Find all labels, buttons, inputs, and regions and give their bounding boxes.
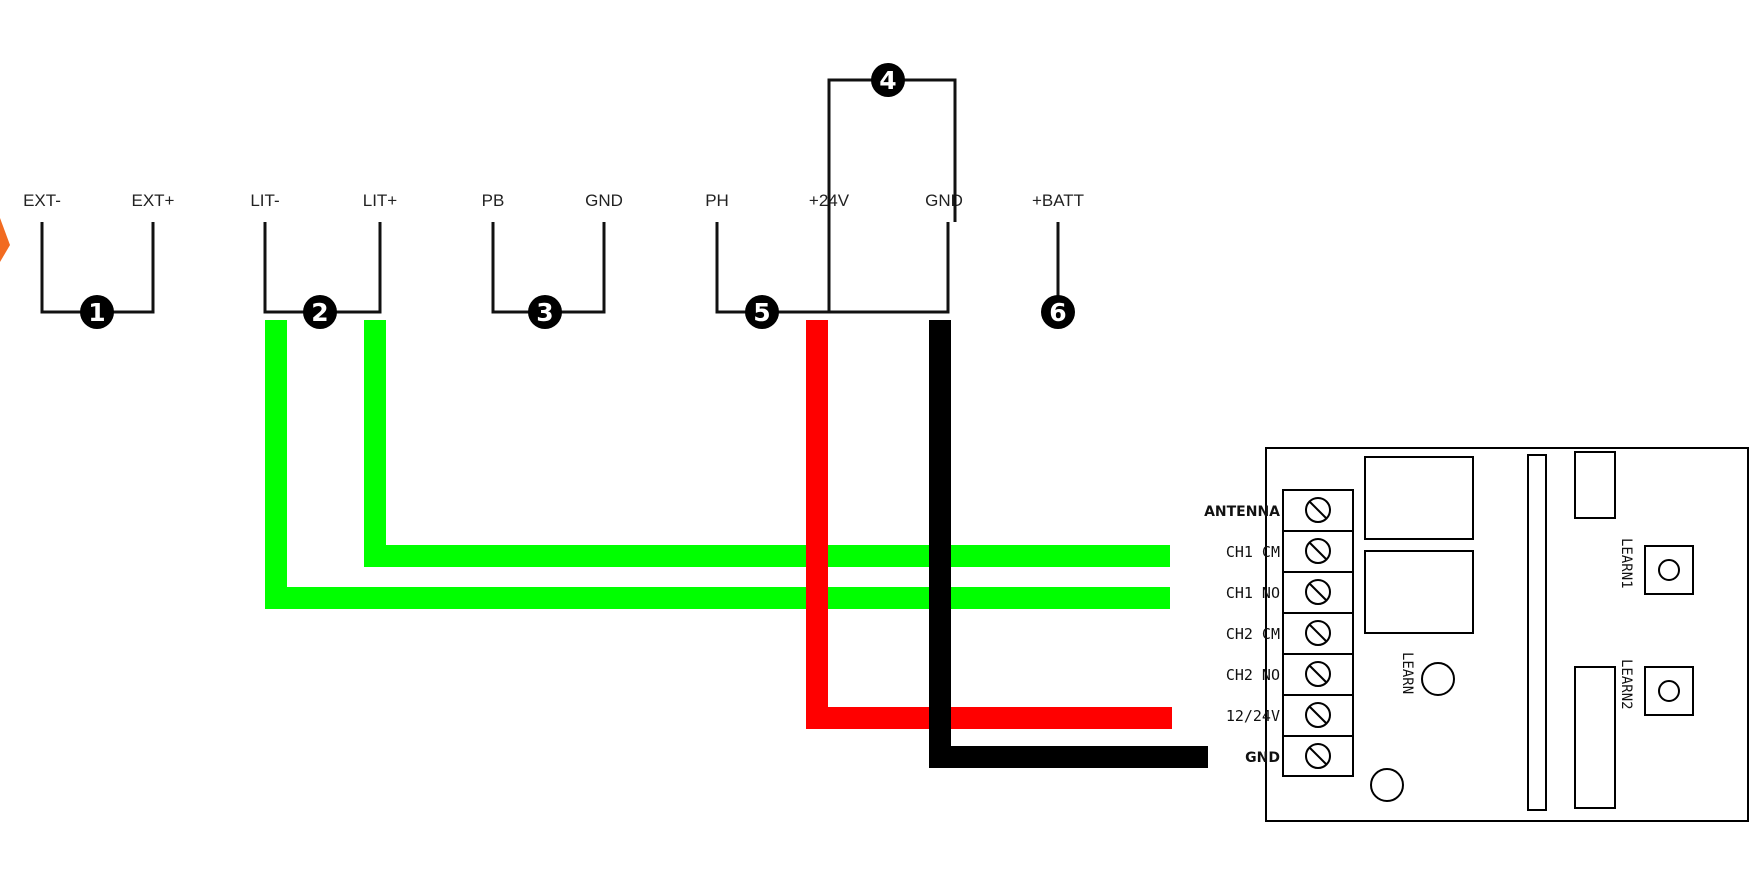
wires [265,320,1208,768]
group-brackets [40,78,1060,314]
learn-label: LEARN [1399,652,1415,694]
orange-edge-marker [0,218,10,262]
receiver-pin-labels: ANTENNA CH1 CM CH1 NO CH2 CM CH2 NO 12/2… [1204,504,1280,766]
status-led [1370,768,1404,802]
learn1-button-dot [1658,559,1680,581]
antenna-strip [1527,454,1547,811]
pin-ch1no-label: CH1 NO [1226,584,1280,602]
terminal-ext-plus-label: EXT+ [132,191,175,210]
terminal-gnd2-label: GND [925,191,963,210]
learn2-label: LEARN2 [1618,659,1634,710]
receiver-outline [1265,447,1749,822]
component-top [1574,451,1616,519]
component-bottom [1574,666,1616,809]
learn1-button [1644,545,1694,595]
pin-antenna-label: ANTENNA [1204,504,1280,520]
receiver-board: LEARN LEARN1 LEARN2 [1265,447,1749,822]
badge-5: 5 [753,298,770,327]
terminal-gnd-label: GND [585,191,623,210]
learn1-label: LEARN1 [1618,538,1634,589]
relay-1 [1364,456,1474,540]
pin-ch2cm-label: CH2 CM [1226,625,1280,643]
badge-1: 1 [88,298,105,327]
badge-6-circle [1041,295,1075,329]
screw-antenna-icon [1305,497,1331,523]
terminal-block [1282,489,1354,777]
screw-ch1cm-icon [1305,538,1331,564]
badge-2: 2 [311,298,328,327]
pin-power-label: 12/24V [1226,707,1280,725]
learn2-button [1644,666,1694,716]
terminal-batt-label: +BATT [1032,191,1084,210]
learn2-button-dot [1658,680,1680,702]
terminal-lit-minus-label: LIT- [250,191,279,210]
badge-4: 4 [879,66,896,95]
screw-power-icon [1305,702,1331,728]
wire-red-power [806,320,1172,729]
badge-1-circle [80,295,114,329]
learn-led [1421,662,1455,696]
pin-ch1cm-label: CH1 CM [1226,543,1280,561]
screw-ch2cm-icon [1305,620,1331,646]
bracket-5 [715,222,950,314]
badge-5-circle [745,295,779,329]
terminal-pb-label: PB [482,191,505,210]
badge-4-circle [871,63,905,97]
badge-3: 3 [536,298,553,327]
pin-gnd-label: GND [1245,750,1280,766]
terminal-ext-minus-label: EXT- [23,191,61,210]
terminal-screws [1283,497,1353,769]
group-badges: 1 2 3 4 5 6 [80,63,1075,329]
badge-3-circle [528,295,562,329]
wire-black-gnd [929,320,1208,768]
terminal-ph-label: PH [705,191,729,210]
badge-6: 6 [1049,298,1066,327]
badge-2-circle [303,295,337,329]
terminal-labels: EXT- EXT+ LIT- LIT+ PB GND PH +24V GND +… [23,191,1084,210]
terminal-lit-plus-label: LIT+ [363,191,398,210]
relay-2 [1364,550,1474,634]
wire-green-ch1cm [364,320,1170,567]
pin-ch2no-label: CH2 NO [1226,666,1280,684]
screw-ch2no-icon [1305,661,1331,687]
screw-gnd-icon [1305,743,1331,769]
screw-ch1no-icon [1305,579,1331,605]
wire-green-ch1no [265,320,1170,609]
